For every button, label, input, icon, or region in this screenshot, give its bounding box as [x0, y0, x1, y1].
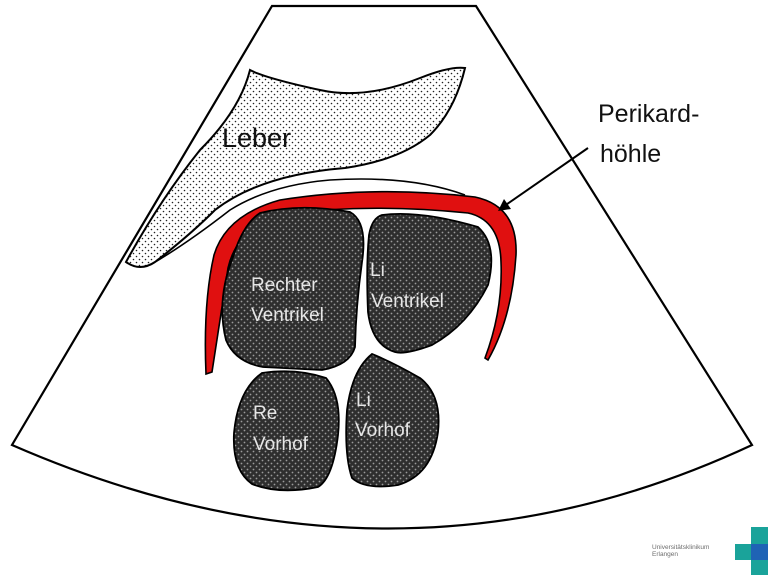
pericardium-arrow: [499, 147, 589, 210]
logo-line1: Universitätsklinikum: [652, 544, 710, 551]
label-perikard-line1: Perikard-: [598, 100, 699, 128]
logo-text: Universitätsklinikum Erlangen: [652, 544, 709, 558]
label-li-ventrikel-line2: Ventrikel: [371, 291, 444, 312]
left-ventricle: [366, 212, 493, 354]
label-rechter-ventrikel-line2: Ventrikel: [251, 305, 324, 326]
label-re-vorhof-line2: Vorhof: [253, 434, 309, 455]
label-rechter-ventrikel-line1: Rechter: [251, 275, 318, 296]
liver-outer-line: [149, 178, 466, 266]
label-leber: Leber: [222, 123, 291, 153]
label-li-vorhof-line2: Vorhof: [355, 420, 411, 441]
liver-shape: [124, 66, 467, 268]
label-li-ventrikel-line1: Li: [370, 260, 385, 281]
logo-line2: Erlangen: [652, 551, 679, 558]
left-atrium: [345, 352, 440, 488]
right-ventricle: [221, 206, 365, 371]
label-perikard-line2: höhle: [600, 140, 661, 168]
label-re-vorhof-line1: Re: [253, 403, 277, 424]
logo-cross-icon: [735, 527, 768, 575]
arrow-head: [498, 199, 511, 211]
label-li-vorhof-line1: Li: [356, 390, 371, 411]
right-atrium: [232, 370, 340, 492]
